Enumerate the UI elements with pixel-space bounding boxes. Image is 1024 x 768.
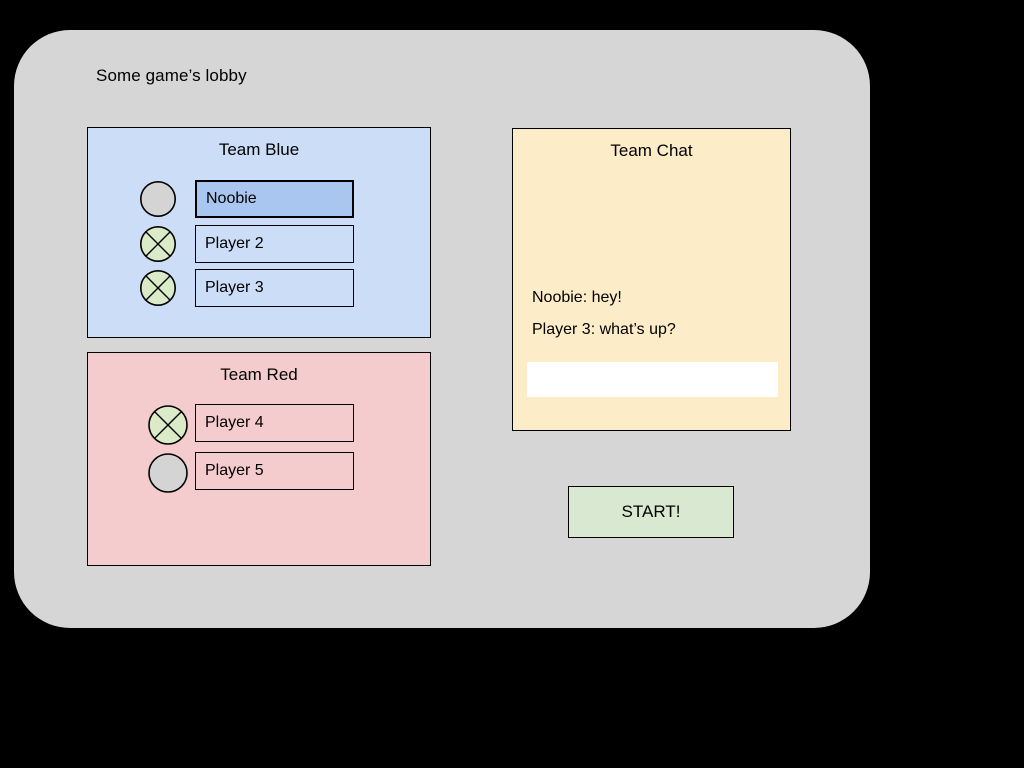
player-name-box[interactable]: Player 5 [195, 452, 354, 490]
team-panel-red: Team Red Player 4 [87, 352, 431, 566]
chat-message: Player 3: what’s up? [532, 321, 676, 338]
player-name-box[interactable]: Noobie [195, 180, 354, 218]
team-blue-roster: Noobie Player 2 [88, 128, 430, 337]
player-name-box[interactable]: Player 3 [195, 269, 354, 307]
team-red-roster: Player 4 Player 5 [88, 353, 430, 565]
player-name-box[interactable]: Player 2 [195, 225, 354, 263]
chat-input[interactable] [527, 362, 778, 397]
team-red-title: Team Red [220, 365, 298, 384]
team-blue-title: Team Blue [218, 140, 300, 159]
start-button[interactable]: START! [568, 486, 734, 538]
page-title: Some game’s lobby [96, 66, 247, 85]
team-chat-panel: Team Chat Noobie: hey! Player 3: what’s … [512, 128, 791, 431]
chat-log: Noobie: hey! Player 3: what’s up? [532, 289, 772, 353]
team-panel-blue: Team Blue Noobie [87, 127, 431, 338]
player-name-box[interactable]: Player 4 [195, 404, 354, 442]
avatar-plain-circle-icon [138, 179, 178, 219]
avatar-crossed-circle-icon [138, 224, 178, 264]
chat-message: Noobie: hey! [532, 289, 622, 306]
avatar-plain-circle-icon [146, 451, 188, 493]
avatar-crossed-circle-icon [138, 268, 178, 308]
lobby-card: Some game’s lobby Team Blue Noobie [14, 30, 870, 628]
avatar-crossed-circle-icon [146, 403, 188, 445]
team-chat-title: Team Chat [610, 141, 693, 160]
